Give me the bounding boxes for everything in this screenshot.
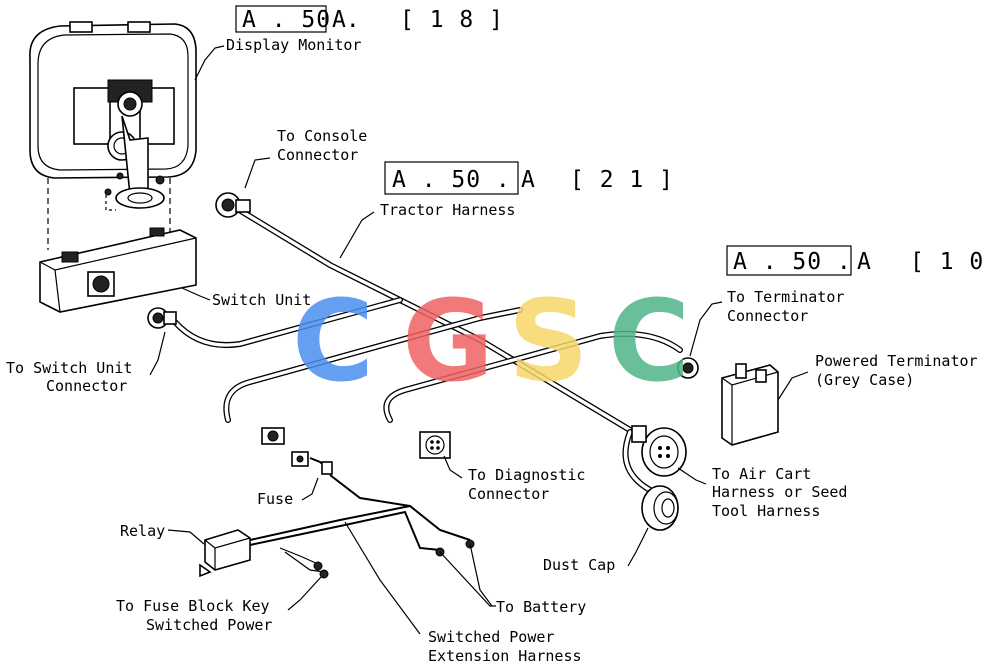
label-to-switch-unit-line-2: Connector bbox=[46, 377, 127, 395]
label-powered-terminator-line-1: Powered Terminator bbox=[815, 352, 978, 370]
terminator-connector-drawing bbox=[677, 357, 699, 379]
watermark-letter-1: C bbox=[292, 277, 374, 407]
reference-21: A . 50 . A [ 2 1 ] bbox=[384, 161, 674, 195]
label-fuse: Fuse bbox=[257, 490, 293, 508]
reference-18-code: A . 50 . bbox=[242, 7, 361, 33]
switch-unit-drawing bbox=[39, 227, 197, 313]
label-to-battery: To Battery bbox=[496, 598, 586, 616]
reference-21-index: [ 2 1 ] bbox=[570, 167, 674, 193]
label-dust-cap: Dust Cap bbox=[543, 556, 615, 574]
label-tractor-harness: Tractor Harness bbox=[380, 201, 515, 219]
watermark-letter-3: S bbox=[508, 277, 589, 407]
air-cart-connector-drawing bbox=[631, 425, 687, 477]
label-switched-power-line-2: Extension Harness bbox=[428, 647, 582, 665]
relay-drawing bbox=[199, 529, 251, 578]
diagnostic-connector-drawing bbox=[419, 431, 451, 459]
label-switched-power-line-1: Switched Power bbox=[428, 628, 554, 646]
switch-unit-connector-drawing bbox=[147, 307, 177, 329]
reference-21-suffix: A bbox=[521, 167, 536, 193]
label-to-air-cart-line-3: Tool Harness bbox=[712, 502, 820, 520]
label-to-diagnostic-line-2: Connector bbox=[468, 485, 549, 503]
label-switch-unit: Switch Unit bbox=[212, 291, 311, 309]
reference-21-code: A . 50 . bbox=[392, 167, 511, 193]
label-to-terminator-line-1: To Terminator bbox=[727, 288, 844, 306]
label-to-console-line-2: Connector bbox=[277, 146, 358, 164]
reference-10: A . 50 . A [ 1 0 ] bbox=[726, 245, 1000, 276]
display-monitor-drawing bbox=[29, 21, 197, 250]
label-display-monitor: Display Monitor bbox=[226, 36, 361, 54]
console-connector-drawing bbox=[215, 192, 251, 218]
label-to-switch-unit-line-1: To Switch Unit bbox=[6, 359, 132, 377]
label-to-terminator-line-2: Connector bbox=[727, 307, 808, 325]
watermark-letter-4: C bbox=[608, 277, 690, 407]
switch-unit-plug-drawing bbox=[261, 427, 285, 445]
label-to-console-line-1: To Console bbox=[277, 127, 367, 145]
powered-terminator-drawing bbox=[721, 363, 779, 446]
reference-18-index: [ 1 8 ] bbox=[400, 7, 504, 33]
reference-10-suffix: A bbox=[857, 249, 872, 275]
dust-cap-drawing bbox=[641, 485, 679, 531]
reference-10-index: [ 1 0 ] bbox=[910, 249, 1000, 275]
watermark-logo: C G S C bbox=[292, 277, 690, 407]
label-to-air-cart-line-2: Harness or Seed bbox=[712, 483, 847, 501]
watermark-letter-2: G bbox=[402, 277, 494, 407]
label-relay: Relay bbox=[120, 522, 165, 540]
label-to-air-cart-line-1: To Air Cart bbox=[712, 465, 811, 483]
label-powered-terminator-line-2: (Grey Case) bbox=[815, 371, 914, 389]
switched-power-harness-drawing bbox=[249, 451, 475, 579]
reference-18: A . 50 . A [ 1 8 ] bbox=[235, 5, 504, 33]
label-to-fuse-block-line-2: Switched Power bbox=[146, 616, 272, 634]
tractor-harness-cable bbox=[172, 205, 683, 493]
reference-18-suffix: A bbox=[332, 7, 347, 33]
label-to-diagnostic-line-1: To Diagnostic bbox=[468, 466, 585, 484]
label-to-fuse-block-line-1: To Fuse Block Key bbox=[116, 597, 270, 615]
reference-10-code: A . 50 . bbox=[733, 249, 852, 275]
